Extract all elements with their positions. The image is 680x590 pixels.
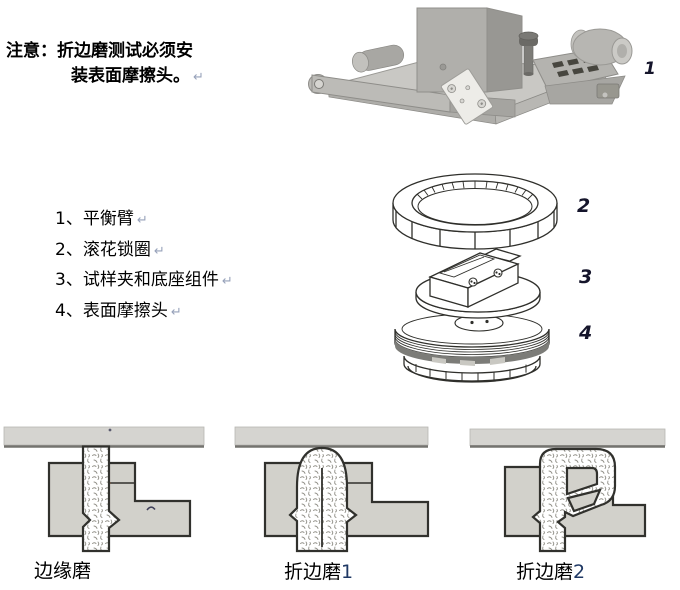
fold-wear-2-label-number: 2 bbox=[573, 561, 586, 583]
list-item-text: 4、表面摩擦头 bbox=[55, 300, 168, 321]
paragraph-mark-icon: ↵ bbox=[136, 213, 148, 228]
fold-wear-2-label: 折边磨2 bbox=[516, 557, 585, 584]
note-line-1: 注意：折边磨测试必须安 bbox=[6, 36, 193, 61]
fold-wear-1-diagram bbox=[234, 426, 430, 553]
clamp-plate bbox=[440, 68, 494, 125]
edge-wear-diagram bbox=[3, 426, 205, 553]
mounting-bar bbox=[234, 426, 429, 446]
fold-wear-1-label-text: 折边磨 bbox=[284, 561, 342, 583]
specimen-block bbox=[503, 465, 647, 538]
clamp-base-drawing bbox=[415, 248, 541, 319]
list-item-text: 1、平衡臂 bbox=[55, 209, 134, 229]
edge-wear-label-text: 边缘磨 bbox=[34, 560, 92, 582]
fold-wear-2-diagram bbox=[469, 428, 666, 553]
figure-number-balance-arm: 1 bbox=[644, 59, 656, 79]
friction-head-drawing bbox=[394, 313, 550, 383]
note-line-2-text: 装表面摩擦头。 bbox=[71, 66, 190, 86]
list-item: 1、平衡臂↵ bbox=[55, 205, 233, 236]
list-item: 2、滚花锁圈↵ bbox=[55, 236, 233, 267]
mounting-bar bbox=[3, 426, 205, 446]
parts-list: 1、平衡臂↵ 2、滚花锁圈↵ 3、试样夹和底座组件↵ 4、表面摩擦头↵ bbox=[55, 205, 233, 327]
lock-ring-drawing bbox=[392, 173, 558, 250]
lower-arm bbox=[544, 75, 626, 105]
note-line-1-text: 注意：折边磨测试必须安 bbox=[6, 41, 193, 61]
specimen-block bbox=[47, 461, 192, 538]
fold-wear-1-label-number: 1 bbox=[341, 561, 354, 583]
list-item: 4、表面摩擦头↵ bbox=[55, 297, 233, 328]
note-line-2: 装表面摩擦头。↵ bbox=[71, 61, 204, 86]
abradant-strip bbox=[81, 445, 121, 553]
mounting-bar bbox=[469, 428, 666, 446]
upright-column bbox=[416, 7, 523, 93]
fold-wear-1-label: 折边磨1 bbox=[284, 557, 353, 584]
folded-abradant-strip bbox=[288, 446, 358, 553]
paragraph-mark-icon: ↵ bbox=[153, 243, 165, 259]
paragraph-mark-icon: ↵ bbox=[170, 304, 182, 320]
looped-abradant-strip bbox=[531, 447, 617, 553]
figure-number-friction-head: 4 bbox=[579, 322, 593, 344]
paragraph-mark-icon: ↵ bbox=[221, 274, 233, 289]
rear-roller bbox=[351, 44, 405, 73]
list-item-text: 2、滚花锁圈 bbox=[55, 239, 151, 260]
edge-wear-label: 边缘磨 bbox=[34, 556, 91, 583]
exploded-view-illustration bbox=[392, 173, 558, 383]
paragraph-mark-icon: ↵ bbox=[193, 70, 204, 85]
figure-number-lock-ring: 2 bbox=[577, 195, 591, 217]
figure-number-clamp-assembly: 3 bbox=[579, 266, 593, 288]
pin bbox=[518, 31, 539, 76]
fold-wear-2-label-text: 折边磨 bbox=[516, 561, 574, 583]
list-item: 3、试样夹和底座组件↵ bbox=[55, 266, 233, 297]
list-item-text: 3、试样夹和底座组件 bbox=[55, 270, 219, 290]
wear-diagrams bbox=[3, 426, 666, 553]
motor bbox=[570, 28, 633, 66]
balance-arm-illustration bbox=[308, 7, 633, 125]
